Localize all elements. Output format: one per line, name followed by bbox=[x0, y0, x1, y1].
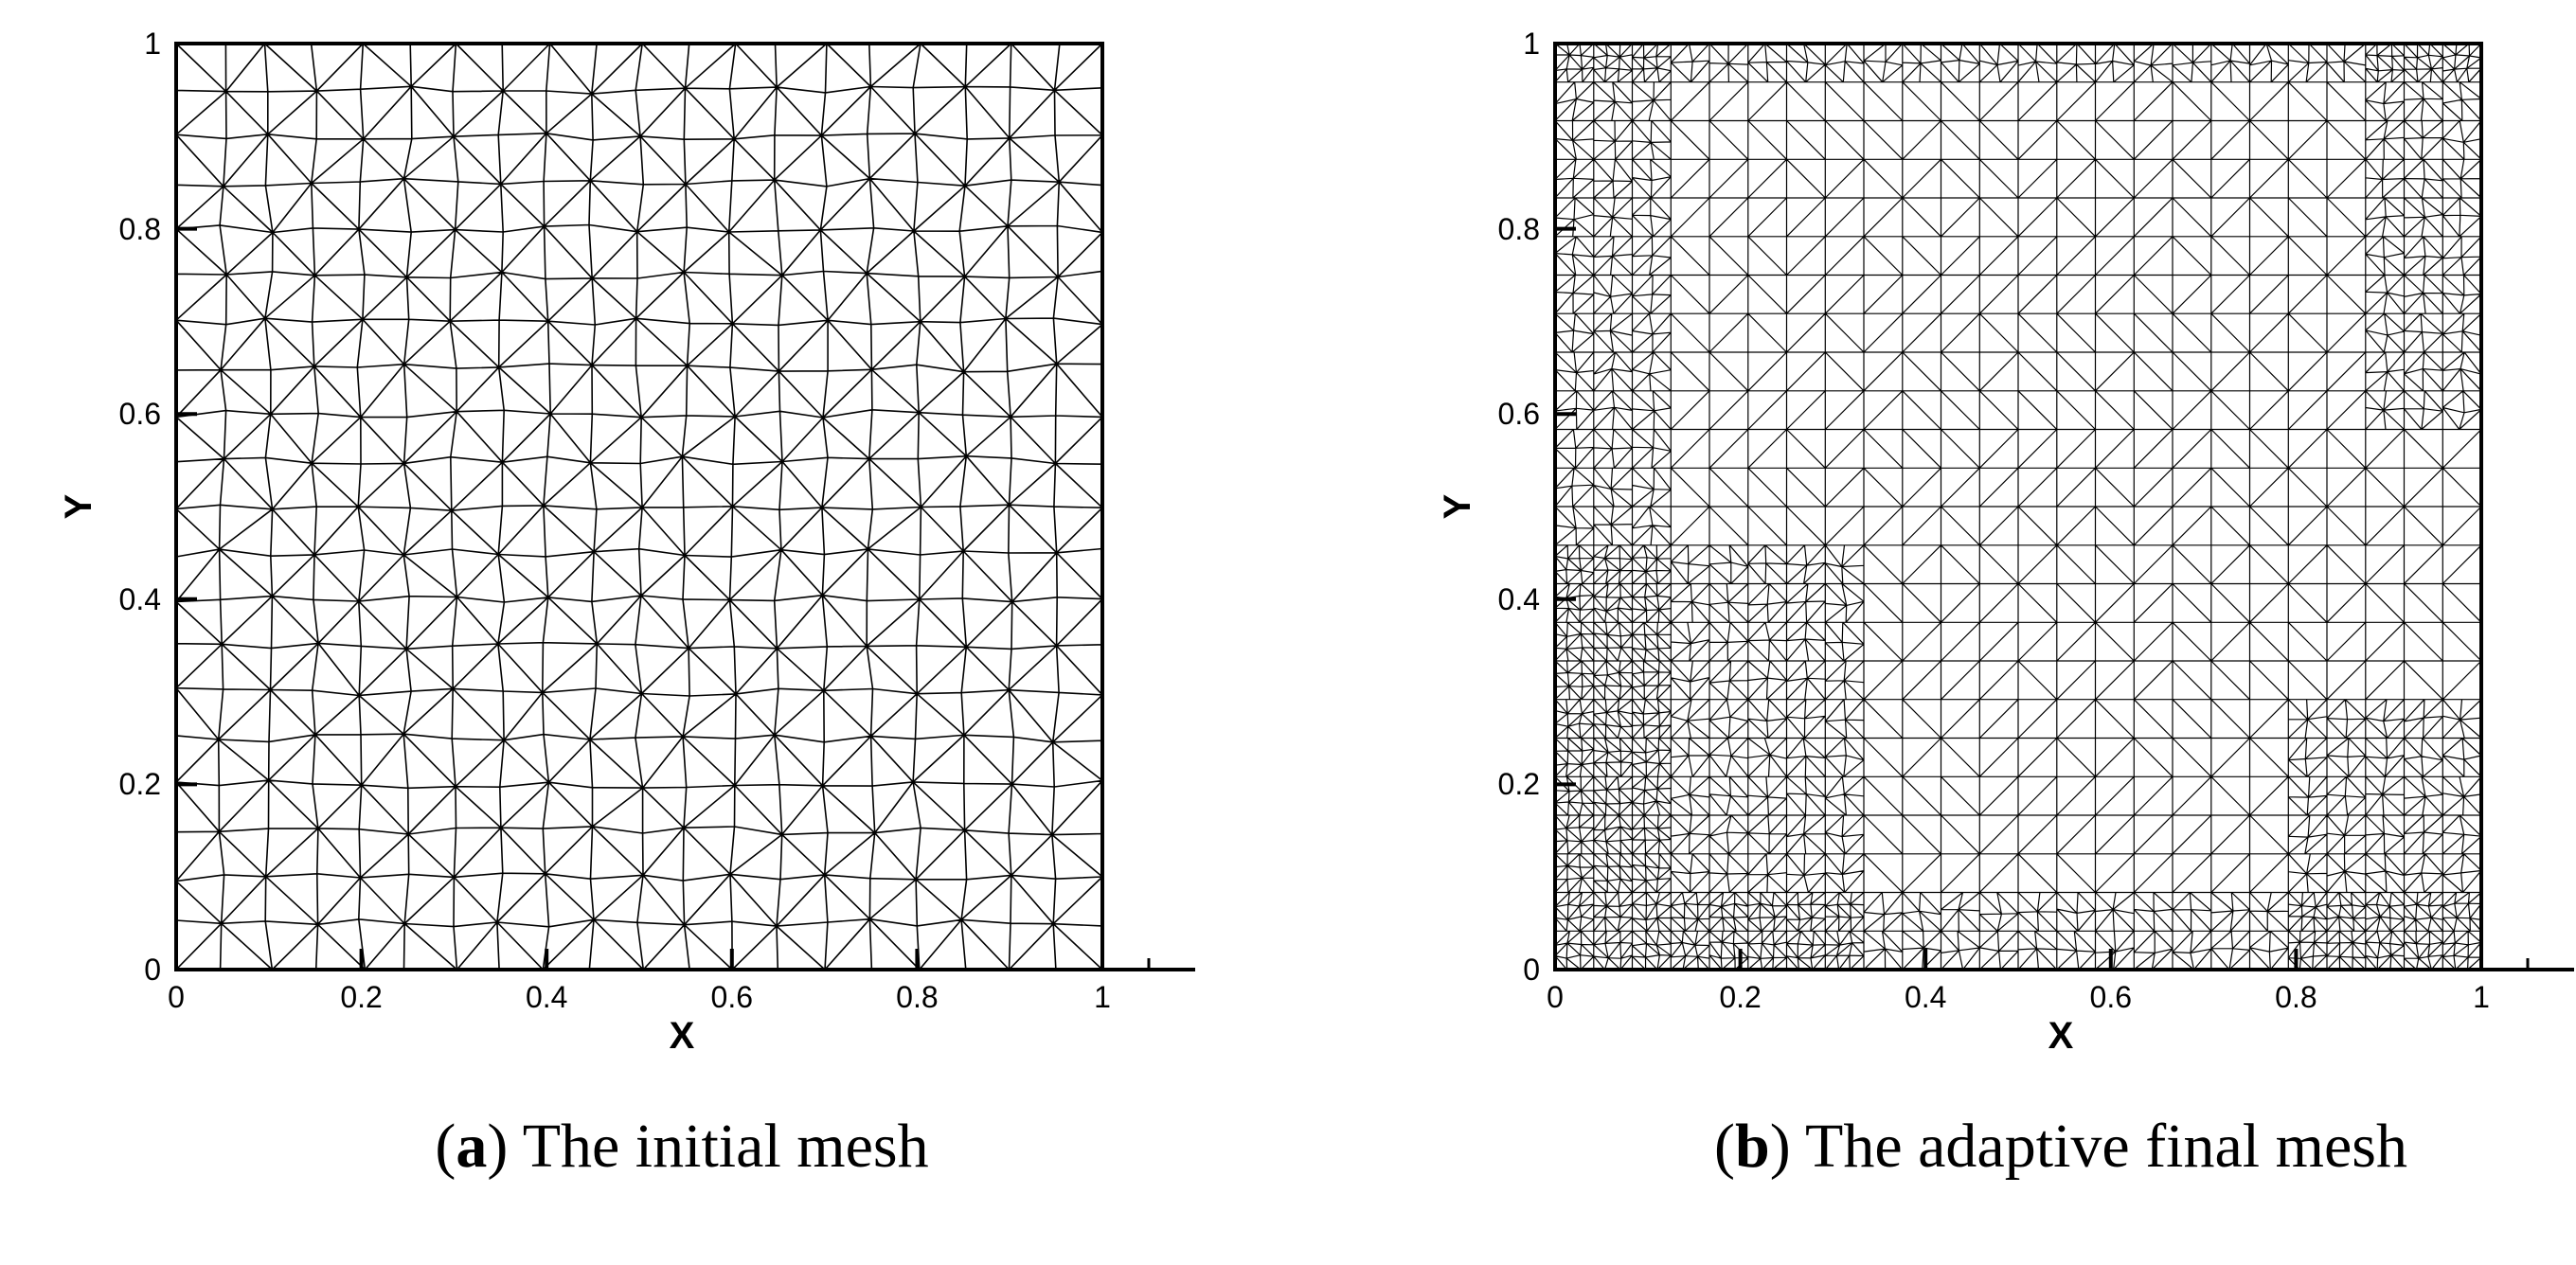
mesh-edges bbox=[1554, 43, 2482, 971]
panel-b: 0 0.2 0.4 0.6 0.8 1 0 0.2 0.4 0.6 0.8 1 … bbox=[1437, 27, 2574, 1181]
y-axis-title-b: Y bbox=[1437, 493, 1478, 519]
y-tick-label-a-1: 0.2 bbox=[119, 767, 161, 801]
caption-label-a: a bbox=[456, 1112, 487, 1181]
mesh-a bbox=[175, 43, 1103, 971]
plot-frame-b bbox=[1553, 42, 2483, 971]
x-tick-label-a-4: 0.8 bbox=[896, 980, 938, 1014]
caption-text-b: The adaptive final mesh bbox=[1805, 1112, 2407, 1181]
x-tick-label-a-5: 1 bbox=[1094, 980, 1111, 1014]
y-tick-label-b-2: 0.4 bbox=[1498, 582, 1540, 616]
x-tick-label-a-1: 0.2 bbox=[340, 980, 382, 1014]
y-tick-label-b-3: 0.6 bbox=[1498, 397, 1540, 431]
x-tick-label-b-4: 0.8 bbox=[2275, 980, 2317, 1014]
x-tick-label-b-1: 0.2 bbox=[1719, 980, 1761, 1014]
x-tick-label-b-5: 1 bbox=[2473, 980, 2490, 1014]
x-tick-label-b-0: 0 bbox=[1547, 980, 1564, 1014]
y-tick-label-b-1: 0.2 bbox=[1498, 767, 1540, 801]
ticks-a bbox=[174, 42, 1104, 971]
x-axis-title-b: X bbox=[2048, 1015, 2074, 1057]
x-tick-label-a-2: 0.4 bbox=[526, 980, 567, 1014]
y-axis-title-a: Y bbox=[58, 493, 99, 519]
plot-frame-a bbox=[174, 42, 1104, 971]
caption-label-b: b bbox=[1735, 1112, 1770, 1181]
x-tick-label-a-0: 0 bbox=[168, 980, 185, 1014]
caption-a: (a) The initial mesh bbox=[435, 1112, 928, 1181]
y-tick-label-a-4: 0.8 bbox=[119, 212, 161, 246]
x-axis-title-a: X bbox=[670, 1015, 695, 1057]
y-tick-label-b-0: 0 bbox=[1523, 953, 1540, 987]
x-tick-label-b-3: 0.6 bbox=[2090, 980, 2132, 1014]
y-tick-label-b-5: 1 bbox=[1523, 27, 1540, 61]
mesh-b bbox=[1554, 43, 2482, 971]
y-tick-label-a-5: 1 bbox=[144, 27, 161, 61]
x-tick-label-b-2: 0.4 bbox=[1905, 980, 1946, 1014]
caption-b: (b) The adaptive final mesh bbox=[1714, 1112, 2407, 1181]
y-tick-label-a-3: 0.6 bbox=[119, 397, 161, 431]
caption-text-a: The initial mesh bbox=[523, 1112, 929, 1181]
x-tick-label-a-3: 0.6 bbox=[711, 980, 753, 1014]
y-tick-label-a-2: 0.4 bbox=[119, 582, 161, 616]
ticks-b bbox=[1553, 42, 2483, 971]
panel-a: 0 0.2 0.4 0.6 0.8 1 0 0.2 0.4 0.6 0.8 1 … bbox=[58, 27, 1195, 1181]
mesh-edges bbox=[175, 43, 1103, 971]
y-tick-label-b-4: 0.8 bbox=[1498, 212, 1540, 246]
y-tick-label-a-0: 0 bbox=[144, 953, 161, 987]
